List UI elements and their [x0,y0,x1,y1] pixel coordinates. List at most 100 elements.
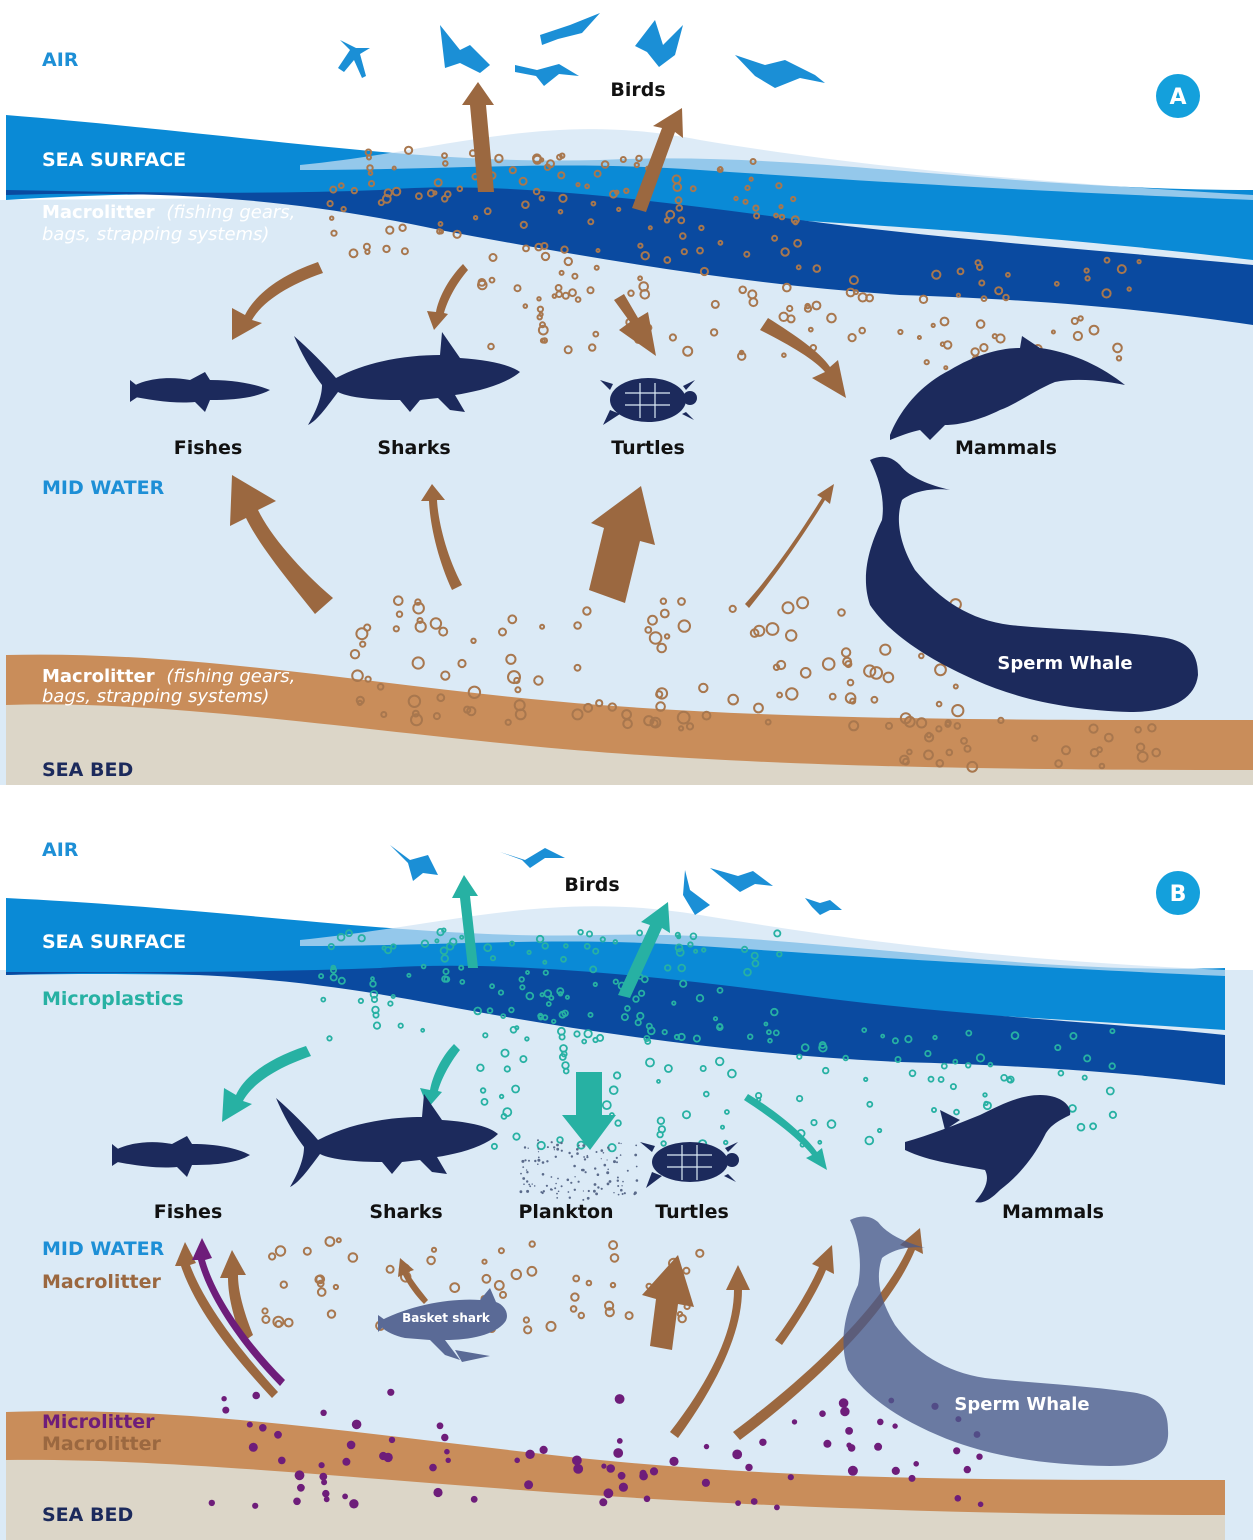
microlitter-particle [909,1475,916,1482]
plankton-particle [627,1170,629,1172]
microlitter-particle [823,1440,831,1448]
bird-icon [440,25,490,73]
microlitter-particle [599,1498,607,1506]
microlitter-particle [848,1466,858,1476]
plankton-particle [584,1158,586,1160]
bird-icon [710,868,773,892]
plankton-particle [526,1190,529,1193]
microplastics-label: Microplastics [42,988,184,1010]
microlitter-particle [702,1479,710,1487]
plankton-particle [567,1179,570,1182]
label-sperm-whale-b: Sperm Whale [954,1394,1089,1415]
microlitter-particle [383,1453,392,1462]
zone-sea-surface-label-b: SEA SURFACE [42,931,186,953]
microlitter-particle [618,1472,626,1480]
plankton-particle [556,1193,558,1195]
microlitter-particle [606,1464,615,1473]
plankton-particle [618,1142,620,1144]
plankton-particle [553,1146,555,1148]
microlitter-particle [349,1499,358,1508]
microlitter-particle [347,1441,356,1450]
plankton-particle [596,1151,598,1153]
macrolitter-bed-label: Macrolitter [42,1433,161,1455]
microlitter-particle [572,1456,582,1466]
microlitter-particle [617,1438,623,1444]
label-fishes-b: Fishes [154,1201,223,1223]
microlitter-particle [297,1484,305,1492]
label-sperm-whale: Sperm Whale [997,653,1132,674]
plankton-particle [607,1159,608,1160]
plankton-particle [561,1185,563,1187]
plankton-particle [595,1193,598,1196]
macrolitter-top-label-line2: bags, strapping systems) [42,224,269,245]
plankton-particle [617,1185,619,1187]
plankton-particle [607,1183,610,1186]
bird-icon [500,848,565,868]
microlitter-particle [387,1389,394,1396]
microlitter-particle [247,1422,253,1428]
plankton-particle [634,1191,637,1194]
plankton-particle [635,1145,637,1147]
label-sharks-b: Sharks [369,1201,442,1223]
microlitter-particle [745,1464,752,1471]
microlitter-particle [759,1439,766,1446]
plankton-particle [636,1179,639,1182]
plankton-particle [555,1156,557,1158]
plankton-particle [558,1191,560,1193]
plankton-particle [617,1180,619,1182]
plankton-particle [576,1152,579,1155]
microlitter-particle [845,1427,853,1435]
microlitter-particle [669,1457,678,1466]
microlitter-particle [774,1505,780,1511]
plankton-particle [542,1173,545,1176]
bird-icon [515,64,579,86]
zone-air-label: AIR [42,49,79,71]
microlitter-particle [639,1472,648,1481]
bird-icon [338,40,370,78]
plankton-particle [607,1147,609,1149]
microlitter-particle [892,1467,900,1475]
plankton-particle [540,1191,542,1193]
plankton-particle [554,1149,555,1150]
plankton-particle [538,1151,539,1152]
plankton-particle [534,1185,536,1187]
microlitter-particle [604,1488,614,1498]
label-sharks: Sharks [377,437,450,459]
plankton-particle [622,1181,624,1183]
plankton-particle [529,1185,531,1187]
microlitter-particle [819,1410,826,1417]
microlitter-particle [342,1458,350,1466]
microlitter-particle [324,1496,330,1502]
plankton-particle [601,1149,604,1152]
plankton-particle [585,1171,587,1173]
microlitter-particle [978,1502,984,1508]
microlitter-particle [788,1474,794,1480]
plankton-particle [556,1197,558,1199]
plankton-particle [622,1193,624,1195]
plankton-particle [556,1144,559,1147]
plankton-particle [587,1197,590,1200]
plankton-particle [523,1183,525,1185]
plankton-particle [588,1190,590,1192]
microlitter-particle [839,1398,849,1408]
microlitter-particle [525,1450,534,1459]
plankton-particle [537,1163,539,1165]
label-basket-shark: Basket shark [402,1311,491,1325]
bird-icon [805,898,842,915]
plankton-particle [538,1157,540,1159]
plankton-particle [616,1157,618,1159]
microlitter-particle [274,1431,282,1439]
label-turtles: Turtles [611,437,685,459]
plankton-particle [574,1189,576,1191]
plankton-particle [593,1190,596,1193]
zone-mid-water-label: MID WATER [42,477,165,499]
microlitter-particle [964,1466,971,1473]
microlitter-particle [704,1444,709,1449]
plankton-particle [524,1146,526,1148]
plankton-particle [613,1160,616,1163]
plankton-particle [532,1183,533,1184]
plankton-particle [601,1188,603,1190]
plankton-particle [561,1150,563,1152]
plankton-particle [581,1169,584,1172]
plankton-particle [569,1197,571,1199]
